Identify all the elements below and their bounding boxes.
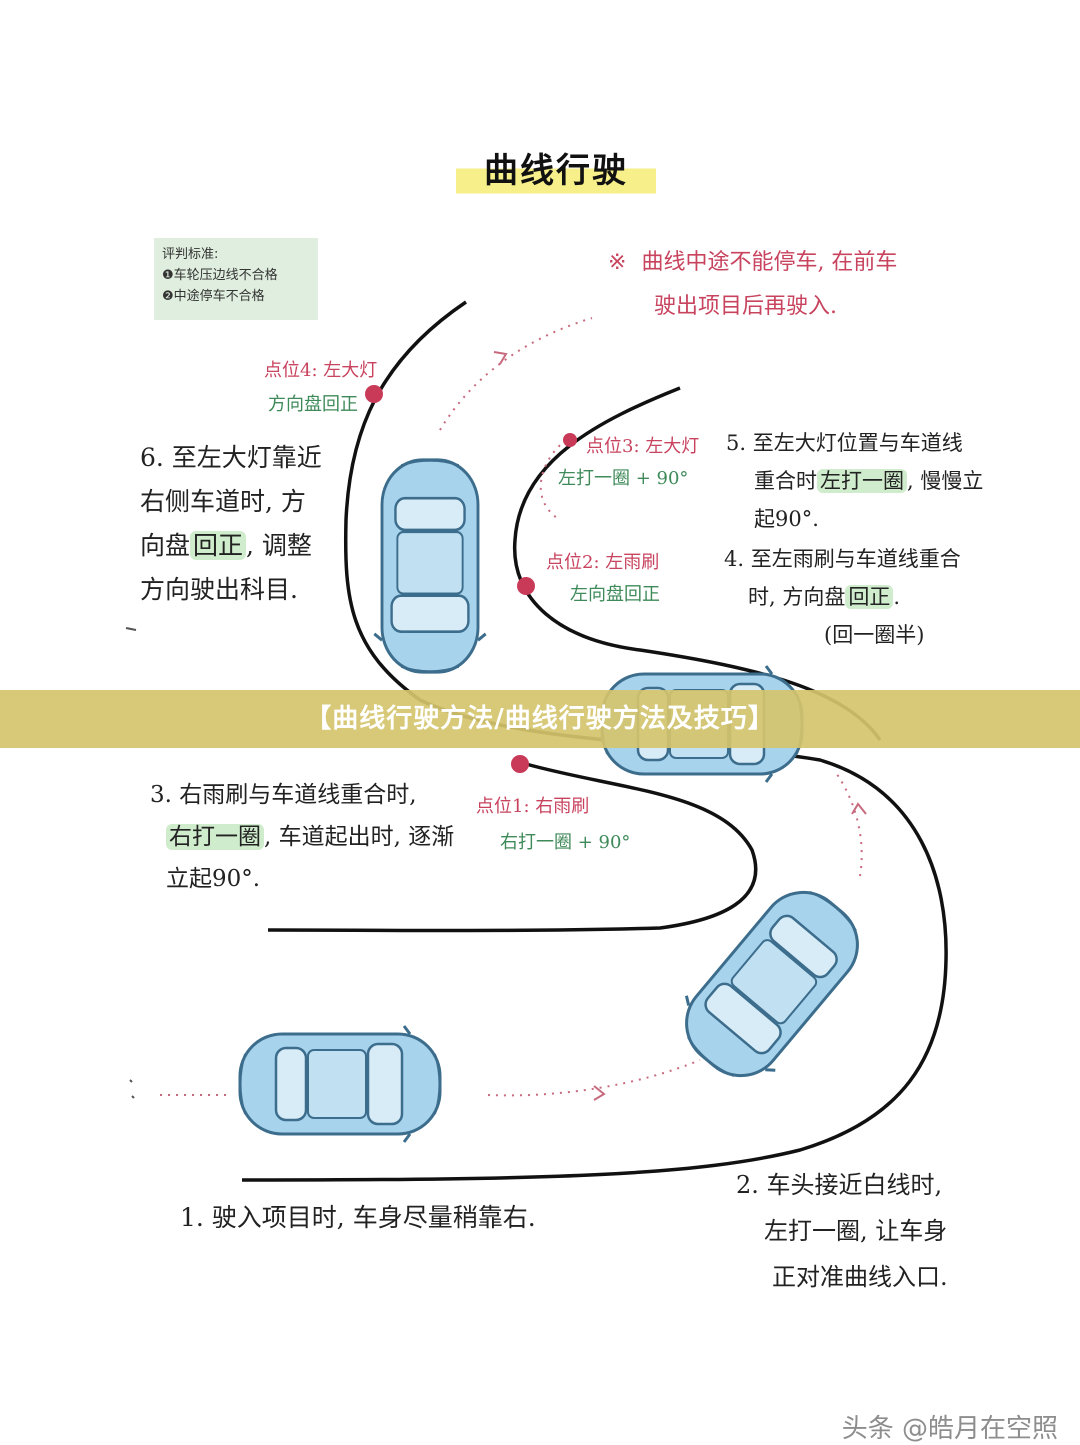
step3-line: 立起90°. <box>166 866 261 892</box>
step4-text: 4. 至左雨刷与车道线重合 时, 方向盘回正. (回一圈半) <box>724 540 961 654</box>
step5-highlight: 左打一圈 <box>817 469 907 493</box>
step4-line: (回一圈半) <box>824 623 925 647</box>
point2-marker <box>517 577 535 595</box>
step6-line: 方向驶出科目. <box>140 575 298 604</box>
step3-text: 3. 右雨刷与车道线重合时, 右打一圈, 车道起出时, 逐渐 立起90°. <box>150 774 454 900</box>
left-tick-mark <box>125 627 137 631</box>
step6-text: 6. 至左大灯靠近 右侧车道时, 方 向盘回正, 调整 方向驶出科目. <box>140 436 322 612</box>
step5-text: 5. 至左大灯位置与车道线 重合时左打一圈, 慢慢立 起90°. <box>726 424 983 538</box>
step6-line: 向盘回正, 调整 <box>140 524 322 568</box>
step5-line: 5. 至左大灯位置与车道线 <box>726 431 963 455</box>
step6-line: 右侧车道时, 方 <box>140 487 306 516</box>
step3-line: 右打一圈, 车道起出时, 逐渐 <box>150 816 454 858</box>
lower-road-line <box>267 762 758 933</box>
step3-highlight: 右打一圈 <box>166 824 264 850</box>
left-dot-mark <box>129 1079 135 1099</box>
point3-action: 左打一圈 + 90° <box>558 468 689 489</box>
step4-text-part: . <box>893 585 901 609</box>
point1-name: 点位1: 右雨刷 <box>476 796 590 817</box>
point4-action: 方向盘回正 <box>268 394 358 415</box>
step5-line: 起90°. <box>754 507 819 531</box>
guide-arrow-1 <box>593 1085 606 1101</box>
point3-name: 点位3: 左大灯 <box>586 436 700 457</box>
car-step2 <box>661 868 883 1100</box>
step5-line: 重合时左打一圈, 慢慢立 <box>726 462 983 500</box>
step6-text-part: 向盘 <box>140 531 191 560</box>
warning-line1: ※ 曲线中途不能停车, 在前车 <box>608 244 897 276</box>
step5-text-part: 重合时 <box>754 469 817 493</box>
step4-text-part: 时, 方向盘 <box>748 585 846 609</box>
guide-path-mid <box>490 760 560 880</box>
step1-text: 1. 驶入项目时, 车身尽量稍靠右. <box>180 1203 536 1232</box>
step2-line: 正对准曲线入口. <box>772 1263 948 1291</box>
step5-text-part: , 慢慢立 <box>907 469 984 493</box>
step4-line: 4. 至左雨刷与车道线重合 <box>724 547 961 571</box>
warning-symbol: ※ <box>608 250 627 275</box>
point2-action: 左向盘回正 <box>570 584 660 605</box>
warning-text: 曲线中途不能停车, 在前车 <box>641 250 898 275</box>
point1-action: 右打一圈 + 90° <box>500 832 631 853</box>
criteria-box: 评判标准: ❶车轮压边线不合格 ❷中途停车不合格 <box>154 238 318 320</box>
guide-path-exit <box>439 317 593 431</box>
criteria-item: ❶车轮压边线不合格 <box>162 268 278 283</box>
point4-name: 点位4: 左大灯 <box>264 360 378 381</box>
page-title: 曲线行驶 <box>456 146 656 196</box>
guide-arrow-2 <box>851 802 867 815</box>
step3-text-part: , 车道起出时, 逐渐 <box>264 824 455 850</box>
point4-marker <box>365 385 383 403</box>
step2-line: 2. 车头接近白线时, <box>736 1171 943 1199</box>
step3-line: 3. 右雨刷与车道线重合时, <box>150 782 417 808</box>
watermark: 头条 @皓月在空照 <box>841 1414 1058 1444</box>
car-step1 <box>238 1024 442 1144</box>
point3-marker <box>563 433 577 447</box>
criteria-item: ❷中途停车不合格 <box>162 289 265 304</box>
guide-p3-line <box>539 439 567 521</box>
step2-line: 左打一圈, 让车身 <box>764 1217 948 1245</box>
guide-path-turn <box>487 1059 701 1097</box>
step6-line: 6. 至左大灯靠近 <box>140 443 322 472</box>
guide-arrow-3 <box>493 351 508 365</box>
warning-line2: 驶出项目后再驶入. <box>654 294 837 319</box>
step6-highlight: 回正 <box>190 531 247 560</box>
point1-marker <box>511 755 529 773</box>
step4-highlight: 回正 <box>845 585 894 609</box>
title-banner: 【曲线行驶方法/曲线行驶方法及技巧】 <box>0 690 1080 748</box>
step2-text: 2. 车头接近白线时, 左打一圈, 让车身 正对准曲线入口. <box>736 1162 948 1300</box>
point2-name: 点位2: 左雨刷 <box>546 552 660 573</box>
car-step6 <box>372 458 488 674</box>
outer-road-line <box>241 300 948 1182</box>
step6-text-part: , 调整 <box>246 531 312 560</box>
guide-path-rise <box>833 769 863 877</box>
criteria-heading: 评判标准: <box>162 247 219 262</box>
step4-line: 时, 方向盘回正. <box>724 578 961 616</box>
